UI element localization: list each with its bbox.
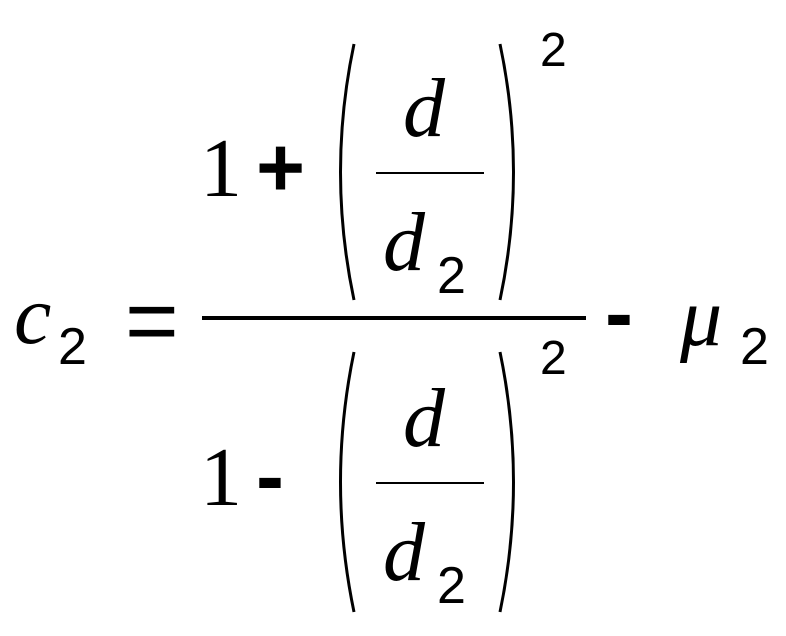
- lhs-symbol: c: [14, 269, 51, 362]
- rhs-subscript: 2: [740, 318, 769, 376]
- denominator-inner-fraction-bar: [376, 482, 484, 484]
- numerator-inner-bottom: d: [383, 196, 426, 289]
- denominator: 1 - d d 2 2: [200, 332, 567, 615]
- denominator-left-paren: [339, 351, 356, 613]
- denominator-minus: -: [256, 429, 284, 523]
- numerator-inner-top: d: [403, 62, 446, 155]
- numerator-exponent: 2: [540, 24, 567, 77]
- numerator-plus: +: [256, 120, 305, 214]
- denominator-one: 1: [200, 431, 242, 524]
- numerator: 1 + d d 2 2: [200, 24, 567, 305]
- trailing-minus: -: [605, 266, 633, 360]
- denominator-inner-bottom: d: [383, 506, 426, 599]
- numerator-one: 1: [200, 122, 242, 215]
- equals-sign: =: [125, 270, 179, 372]
- rhs-mu2: μ 2: [679, 271, 769, 376]
- denominator-exponent: 2: [540, 332, 567, 385]
- lhs-subscript: 2: [58, 318, 87, 376]
- denominator-right-paren: [498, 351, 515, 613]
- numerator-right-paren: [498, 43, 515, 301]
- lhs-c2: c 2: [14, 269, 87, 376]
- numerator-inner-fraction-bar: [376, 172, 484, 174]
- numerator-inner-subscript: 2: [437, 247, 466, 305]
- numerator-left-paren: [339, 43, 356, 301]
- denominator-inner-subscript: 2: [437, 557, 466, 615]
- denominator-inner-top: d: [403, 372, 446, 465]
- main-fraction-bar: [202, 316, 586, 320]
- rhs-symbol: μ: [679, 271, 722, 364]
